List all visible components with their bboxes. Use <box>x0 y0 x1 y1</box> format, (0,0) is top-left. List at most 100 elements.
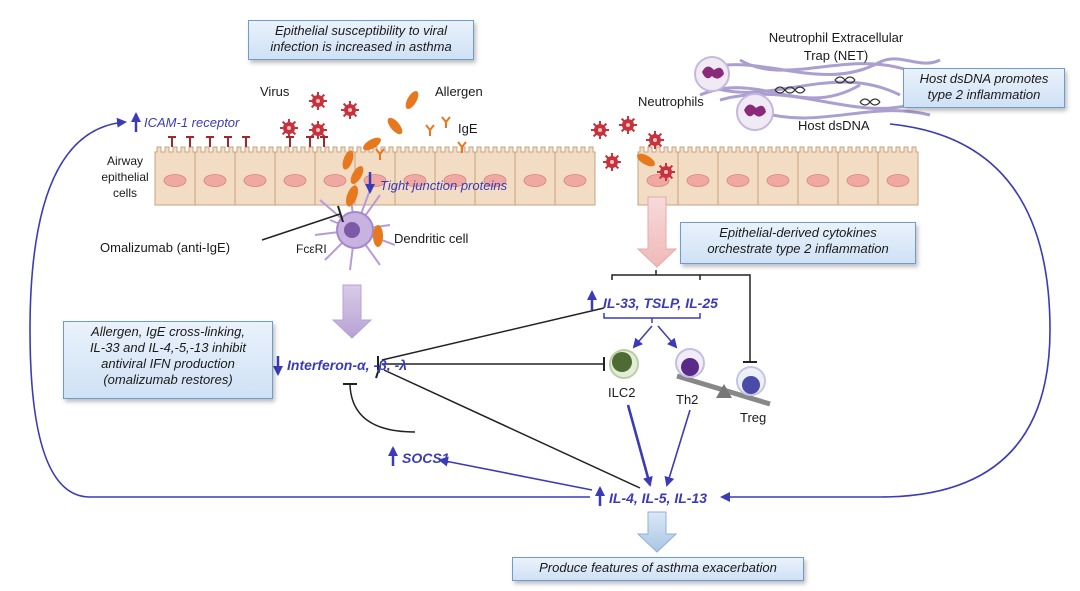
cell-nucleus <box>766 174 790 187</box>
virus-center <box>626 123 630 127</box>
il4-to-socs1 <box>438 456 593 491</box>
interferon-label: Interferon-α, -β, -λ <box>287 357 407 373</box>
epithelial-cell <box>797 146 839 206</box>
cell-nucleus <box>686 174 710 187</box>
ige-antibody <box>441 116 451 128</box>
ifn-inhibit-bar-2 <box>375 365 381 379</box>
allergen <box>637 153 655 167</box>
cell-nucleus <box>483 174 507 187</box>
treg-inhibition-line <box>700 274 751 362</box>
box-line: infection is increased in asthma <box>270 39 452 54</box>
icam1-receptor <box>224 136 232 147</box>
cytokine-bottom-bracket <box>603 313 701 323</box>
icam1-label: ICAM-1 receptor <box>144 115 240 130</box>
left-feedback-loop <box>29 117 590 498</box>
icam1-receptor <box>206 136 214 147</box>
box-line: antiviral IFN production <box>101 356 235 371</box>
cell-nucleus <box>403 174 427 187</box>
allergen-particles <box>342 91 655 184</box>
icam1-receptor <box>286 136 294 147</box>
virus <box>619 116 637 134</box>
net-label-line2: Trap (NET) <box>804 48 869 63</box>
allergen <box>405 91 419 109</box>
virus <box>309 92 327 110</box>
treg-cell <box>736 366 766 396</box>
virus-center <box>653 138 657 142</box>
allergen-on-dendritic <box>345 185 383 247</box>
seesaw <box>676 373 771 407</box>
epithelial-cell <box>677 146 719 206</box>
airway-label-line3: cells <box>113 186 137 200</box>
cell-nucleus <box>523 174 547 187</box>
pink-down-arrow <box>636 196 678 268</box>
socs1-inhibits-ifn <box>349 384 416 433</box>
virus <box>657 163 675 181</box>
box-line: IL-33 and IL-4,-5,-13 inhibit <box>89 340 247 355</box>
airway-epithelium-left <box>154 146 596 206</box>
fceri-label: FcεRI <box>296 242 327 256</box>
tight-junction-label: Tight junction proteins <box>380 178 508 193</box>
icam1-receptor <box>320 136 328 147</box>
epithelial-cell <box>877 146 919 206</box>
virus-center <box>316 128 320 132</box>
treg-label: Treg <box>740 410 766 425</box>
box-line: (omalizumab restores) <box>103 372 233 387</box>
allergen <box>342 150 354 170</box>
cell-nucleus <box>563 174 587 187</box>
box-line: Epithelial-derived cytokines <box>719 225 877 240</box>
icam1-receptor <box>168 136 176 147</box>
neutrophil-cell-1 <box>694 56 730 92</box>
dendritic-cell-label: Dendritic cell <box>394 231 469 246</box>
virus-center <box>610 160 614 164</box>
icam1-receptor <box>242 136 250 147</box>
host-dsdna-label: Host dsDNA <box>798 118 870 133</box>
epithelial-cell <box>394 146 436 206</box>
cell-nucleus <box>203 174 227 187</box>
allergen <box>350 166 364 184</box>
arrow-to-th2 <box>657 325 678 349</box>
th2-label: Th2 <box>676 392 698 407</box>
epithelial-cytokines-box: Epithelial-derived cytokines orchestrate… <box>680 222 916 264</box>
cell-nucleus <box>443 174 467 187</box>
box-line: Produce features of asthma exacerbation <box>539 560 777 575</box>
host-dsdna-box: Host dsDNA promotes type 2 inflammation <box>903 68 1065 108</box>
cell-nucleus <box>726 174 750 187</box>
ilc2-cell <box>609 349 639 379</box>
epithelial-cell <box>274 146 316 206</box>
ilc2-label: ILC2 <box>608 385 635 400</box>
il4-inhibits-ifn <box>383 369 641 489</box>
neutrophil-cell-2 <box>736 93 774 131</box>
cell-nucleus <box>243 174 267 187</box>
box-line: orchestrate type 2 inflammation <box>707 241 889 256</box>
virus-center <box>287 126 291 130</box>
cytokine-top-bracket <box>611 270 701 280</box>
cytokine-label: IL-33, TSLP, IL-25 <box>603 295 718 311</box>
blue-down-arrow <box>636 511 678 553</box>
ige-antibody <box>425 124 435 136</box>
cell-nucleus <box>163 174 187 187</box>
ige-antibody <box>375 148 385 160</box>
virus-center <box>664 170 668 174</box>
box-line: Allergen, IgE cross-linking, <box>91 324 245 339</box>
neutrophils-label: Neutrophils <box>638 94 704 109</box>
il33-inhibits-ifn <box>381 307 605 361</box>
net-label-line1: Neutrophil Extracellular <box>769 30 904 45</box>
il4-il5-il13-label: IL-4, IL-5, IL-13 <box>609 490 707 506</box>
cell-nucleus <box>646 174 670 187</box>
virus <box>280 119 298 137</box>
epithelial-cell <box>474 146 516 206</box>
airway-label-line1: Airway <box>107 154 143 168</box>
airway-epithelium-right <box>637 146 919 206</box>
virus-center <box>316 99 320 103</box>
virus <box>603 153 621 171</box>
virus <box>309 121 327 139</box>
produce-features-box: Produce features of asthma exacerbation <box>512 557 804 581</box>
allergen-label: Allergen <box>435 84 483 99</box>
arrow-to-ilc2 <box>632 325 653 349</box>
cell-nucleus <box>806 174 830 187</box>
right-feedback-loop <box>720 123 1051 502</box>
omalizumab-inhibition-bar <box>337 205 344 223</box>
epithelial-cell <box>154 146 196 206</box>
th2-cell <box>675 348 705 378</box>
ilc2-to-il4 <box>626 404 653 487</box>
